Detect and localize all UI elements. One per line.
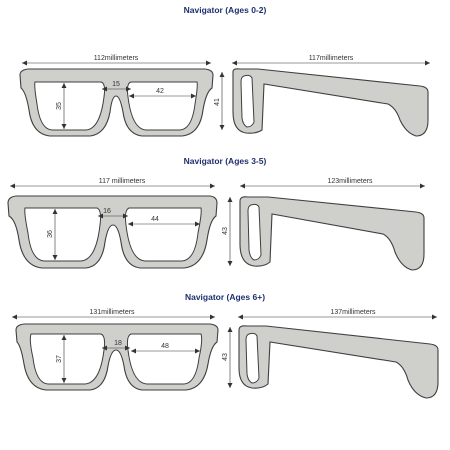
lens-width-label: 44	[151, 216, 159, 223]
lens-height-label: 35	[56, 102, 63, 110]
side-view-temple	[238, 325, 439, 399]
lens-width-label: 42	[156, 88, 164, 95]
side-frame-edge	[247, 203, 262, 261]
front-width-label: 112millimeters	[94, 55, 139, 62]
bridge-label: 16	[103, 208, 111, 215]
section-ages-3-5: Navigator (Ages 3-5) 117 millimeters 36 …	[7, 156, 425, 271]
front-width-label: 131millimeters	[89, 309, 135, 316]
bridge-label: 18	[114, 340, 122, 347]
front-view-frame	[7, 195, 218, 269]
lens-height-label: 36	[47, 230, 54, 238]
right-lens	[126, 333, 203, 385]
side-frame-edge	[245, 332, 260, 384]
side-view-temple	[232, 68, 429, 137]
frame-height-label: 41	[214, 98, 221, 106]
side-view-temple	[239, 196, 425, 271]
right-lens	[124, 207, 202, 262]
section-title: Navigator (Ages 6+)	[185, 292, 265, 302]
frame-height-label: 43	[222, 227, 229, 235]
side-length-label: 123millimeters	[327, 178, 373, 185]
front-view-frame	[15, 323, 219, 391]
section-ages-0-2: Navigator (Ages 0-2) 112millimeters 35 1…	[19, 5, 430, 137]
left-lens	[24, 207, 102, 262]
side-length-label: 117millimeters	[309, 55, 354, 62]
left-lens	[29, 333, 106, 385]
side-frame-edge	[240, 74, 255, 128]
left-lens	[34, 81, 106, 131]
bridge-label: 15	[112, 81, 120, 88]
lens-height-label: 37	[56, 355, 63, 363]
lens-width-label: 48	[161, 343, 169, 350]
frame-height-label: 43	[222, 353, 229, 361]
section-title: Navigator (Ages 3-5)	[184, 156, 267, 166]
section-ages-6-plus: Navigator (Ages 6+) 131millimeters 37 18…	[12, 292, 439, 399]
front-view-frame	[19, 68, 214, 137]
side-length-label: 137millimeters	[330, 309, 376, 316]
front-width-label: 117 millimeters	[99, 178, 146, 185]
section-title: Navigator (Ages 0-2)	[184, 5, 267, 15]
